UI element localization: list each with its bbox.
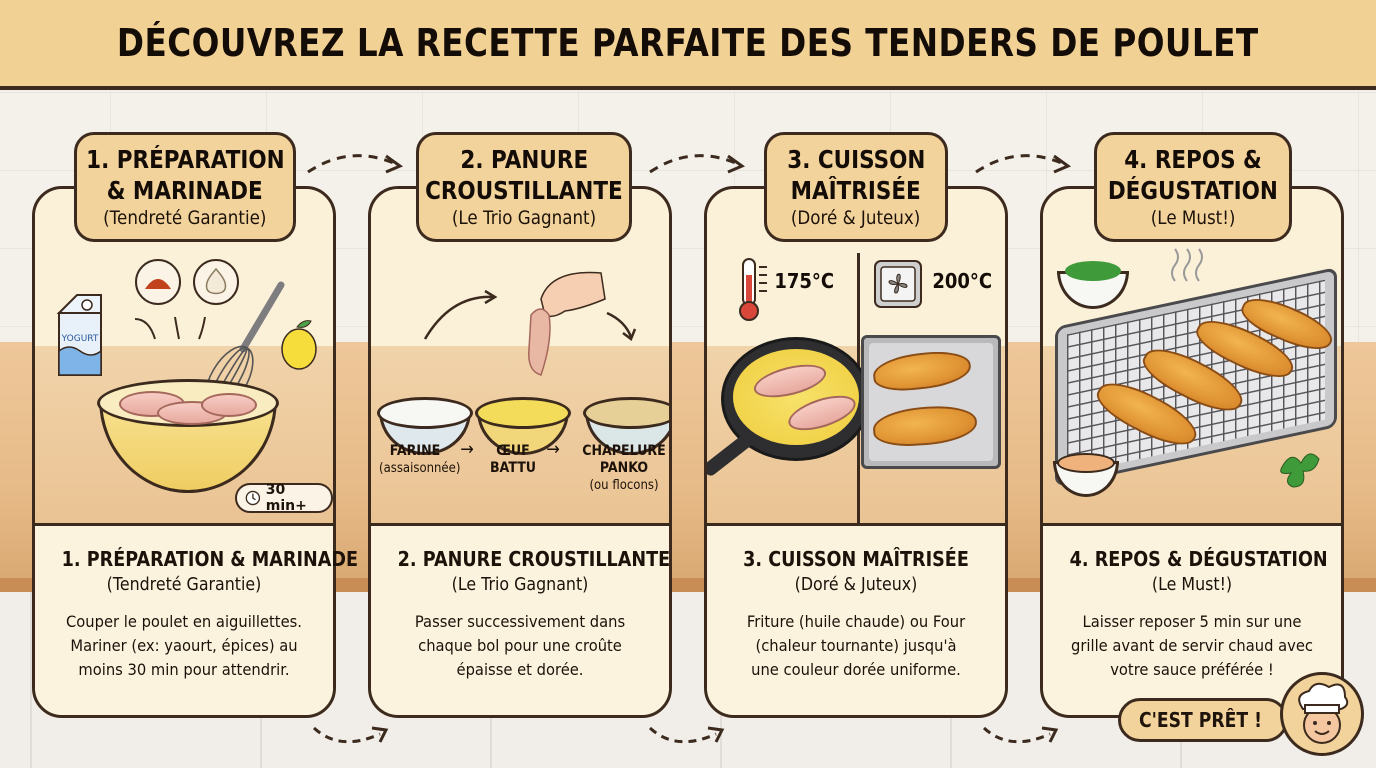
step-4-title: 4. REPOS & DÉGUSTATION	[1069, 547, 1328, 571]
step-4-description: Laisser reposer 5 min sur une grille ava…	[1070, 612, 1313, 679]
step-2-description: Passer successivement dans chaque bol po…	[414, 612, 626, 679]
lemon-icon	[279, 317, 323, 376]
step-3-text: 3. CUISSON MAÎTRISÉE (Doré & Juteux) Fri…	[707, 526, 1005, 715]
bottom-connector-3-4	[982, 726, 1059, 744]
fry-temperature: 175°C	[774, 269, 835, 293]
step-1-tag-line1: 1. PRÉPARATION	[85, 144, 285, 174]
bottom-connector-1-2	[312, 726, 389, 744]
step-4-tag-line2: DÉGUSTATION	[1107, 175, 1279, 205]
breadcrumbs-label: CHAPELURE PANKO (ou flocons)	[582, 443, 667, 494]
title-banner: DÉCOUVREZ LA RECETTE PARFAITE DES TENDER…	[0, 0, 1376, 90]
step-3-description: Friture (huile chaude) ou Four (chaleur …	[746, 612, 966, 679]
thermometer-icon	[739, 258, 767, 321]
breadcrumbs-extra: (ou flocons)	[589, 478, 659, 493]
step-3-title: 3. CUISSON MAÎTRISÉE	[743, 547, 969, 571]
step-3-tag-sub: (Doré & Juteux)	[791, 206, 921, 229]
step-3-tag: 3. CUISSON MAÎTRISÉE (Doré & Juteux)	[764, 132, 948, 242]
connector-arrow-2-3	[649, 154, 746, 174]
breadcrumbs-note: PANKO	[599, 460, 649, 476]
step-3-subtitle: (Doré & Juteux)	[794, 574, 918, 595]
flour-note: (assaisonnée)	[379, 461, 461, 476]
step-2-title: 2. PANURE CROUSTILLANTE	[397, 547, 671, 571]
step-3-tag-line1: 3. CUISSON	[786, 144, 926, 174]
parsley-icon	[1280, 453, 1320, 488]
ready-badge: C'EST PRÊT !	[1118, 698, 1288, 742]
step-card-2: FARINE (assaisonnée) → ŒUF BATTU → CHAPE…	[368, 186, 672, 718]
step-4-illustration	[1043, 189, 1341, 523]
step-2-tag-sub: (Le Trio Gagnant)	[451, 206, 597, 229]
clock-icon	[245, 490, 261, 506]
pan-handle	[707, 430, 757, 478]
ready-label: C'EST PRÊT !	[1139, 708, 1262, 732]
card-divider	[371, 523, 669, 526]
step-3-illustration: 175°C 200°C	[707, 189, 1005, 523]
flow-arrow-1: →	[460, 439, 474, 460]
step-2-illustration: FARINE (assaisonnée) → ŒUF BATTU → CHAPE…	[371, 189, 669, 523]
step-card-1: YOGURT	[32, 186, 358, 718]
step-2-tag-line1: 2. PANURE	[460, 144, 588, 174]
chef-icon	[1280, 672, 1364, 756]
step-1-title: 1. PRÉPARATION & MARINADE	[61, 547, 358, 571]
step-4-tag-sub: (Le Must!)	[1150, 206, 1236, 229]
step-4-text: 4. REPOS & DÉGUSTATION (Le Must!) Laisse…	[1043, 526, 1341, 715]
flour-label: FARINE (assaisonnée)	[379, 443, 460, 477]
carton-label: YOGURT	[61, 334, 99, 344]
paprika-icon	[135, 259, 181, 305]
sauce	[1057, 453, 1115, 473]
egg-name: ŒUF	[496, 443, 530, 459]
step-2-text: 2. PANURE CROUSTILLANTE (Le Trio Gagnant…	[371, 526, 671, 715]
step-1-illustration: YOGURT	[35, 189, 333, 523]
raw-chicken	[201, 393, 257, 417]
step-3-tag-line2: MAÎTRISÉE	[790, 175, 922, 205]
egg-note: BATTU	[489, 460, 537, 476]
page-title: DÉCOUVREZ LA RECETTE PARFAITE DES TENDER…	[117, 21, 1259, 65]
breadcrumbs-bowl-rim	[583, 397, 669, 429]
timer-text: 30 min+	[265, 482, 307, 514]
herbs	[1065, 261, 1121, 281]
step-1-subtitle: (Tendreté Garantie)	[106, 574, 262, 595]
card-divider	[707, 523, 1005, 526]
steam-icon	[1171, 248, 1203, 282]
breadcrumbs-name: CHAPELURE	[582, 443, 666, 459]
step-card-4: 4. REPOS & DÉGUSTATION (Le Must!) Laisse…	[1040, 186, 1344, 718]
step-4-subtitle: (Le Must!)	[1151, 574, 1233, 595]
card-divider	[35, 523, 333, 526]
flour-bowl-rim	[377, 397, 473, 429]
step-card-3: 175°C 200°C 3. CUISSON MAÎTRISÉE (Doré &…	[704, 186, 1008, 718]
hand-with-chicken-icon	[528, 271, 606, 376]
flow-arrow-2: →	[546, 439, 560, 460]
step-1-tag-sub: (Tendreté Garantie)	[103, 206, 267, 229]
bottom-connector-2-3	[648, 726, 725, 744]
card-divider	[1043, 523, 1341, 526]
connector-arrow-1-2	[307, 154, 404, 174]
flour-name: FARINE	[389, 443, 441, 459]
step-1-tag: 1. PRÉPARATION & MARINADE (Tendreté Gara…	[74, 132, 296, 242]
step-4-tag: 4. REPOS & DÉGUSTATION (Le Must!)	[1094, 132, 1292, 242]
step-1-tag-line2: & MARINADE	[106, 175, 263, 205]
step-1-description: Couper le poulet en aiguillettes. Marine…	[66, 612, 302, 679]
ingredient-arrows	[134, 316, 206, 340]
step-1-text: 1. PRÉPARATION & MARINADE (Tendreté Gara…	[35, 526, 358, 715]
step-2-tag-line2: CROUSTILLANTE	[425, 175, 623, 205]
fan-oven-icon	[874, 260, 922, 308]
egg-label: ŒUF BATTU	[486, 443, 540, 477]
garlic-icon	[193, 259, 239, 305]
step-4-tag-line1: 4. REPOS &	[1124, 144, 1262, 174]
egg-bowl-rim	[475, 397, 571, 429]
timer-badge: 30 min+	[235, 482, 333, 514]
oven-temperature: 200°C	[932, 269, 993, 293]
dipping-arrows	[423, 289, 637, 341]
step-2-tag: 2. PANURE CROUSTILLANTE (Le Trio Gagnant…	[416, 132, 632, 242]
connector-arrow-3-4	[975, 154, 1072, 174]
counter-edge	[0, 578, 1376, 592]
yogurt-carton-icon: YOGURT	[53, 291, 107, 377]
step-2-subtitle: (Le Trio Gagnant)	[451, 574, 589, 595]
